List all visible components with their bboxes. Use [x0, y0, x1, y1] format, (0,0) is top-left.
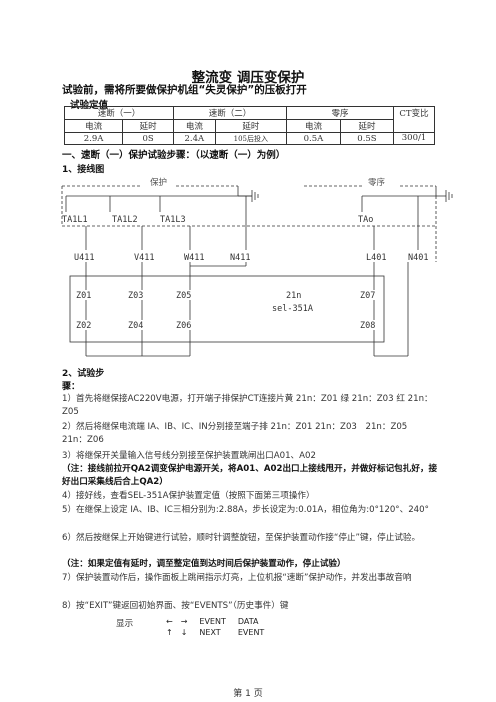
- display-label: 显示: [116, 619, 134, 629]
- display-cell: EVENT: [237, 628, 265, 637]
- terminal-label: L401: [366, 253, 386, 263]
- subsection-heading: 1、接线图: [62, 165, 105, 175]
- z-terminal: Z06: [176, 321, 191, 331]
- z-terminal: Z07: [360, 291, 375, 301]
- step-4: 4）接好线，查看SEL-351A保护装置定值（按照下面第三项操作）: [62, 491, 315, 501]
- step-8: 8）按“EXIT”键返回初始界面、按“EVENTS”（历史事件）键: [62, 601, 289, 611]
- display-cell: ↑ ↓: [166, 628, 188, 637]
- terminal-label: N401: [408, 253, 428, 263]
- page-footer: 第 1 页: [233, 689, 263, 699]
- intro-note: 试验前，需将所要做保护机组“失灵保护”的压板打开: [62, 84, 307, 96]
- terminal-label: U411: [74, 253, 94, 263]
- label-zero-seq: 零序: [368, 177, 386, 188]
- subsection-heading: 2、试验步: [62, 369, 105, 379]
- terminal-label: TAo: [358, 215, 373, 225]
- note-1: （注：接线前拉开QA2调变保护电源开关，将A01、A02出口上接线甩开，并做好标…: [62, 464, 438, 487]
- terminal-label: V411: [134, 253, 154, 263]
- page-title: 整流变 调压变保护: [191, 70, 305, 86]
- note-2: （注：如果定值有延时，调至整定值到达时间后保护装置动作，停止试验）: [62, 559, 346, 569]
- section-heading: 一、速断（一）保护试验步骤：（以速断（一）为例）: [62, 150, 286, 161]
- table-cell: 0.5S: [339, 132, 395, 145]
- z-terminal: Z02: [76, 321, 91, 331]
- display-cell: EVENT: [199, 617, 226, 626]
- z-terminal: Z01: [76, 291, 91, 301]
- device-model: sel-351A: [272, 304, 313, 314]
- step-2: 2）然后将继保电流端 IA、IB、IC、IN分别接至端子排 21n：Z01 21…: [62, 422, 416, 445]
- display-table: ← → EVENT DATA ↑ ↓ NEXT EVENT: [160, 616, 270, 638]
- display-cell: DATA: [237, 617, 259, 626]
- table-cell: 105后投入: [214, 132, 288, 145]
- device-label: 21n: [286, 291, 301, 301]
- step-6: 6）然后按继保上开始键进行试验，顺时针调整旋钮，至保护装置动作接“停止”键，停止…: [62, 533, 421, 543]
- step-5: 5）在继保上设定 IA、IB、IC三相分别为:2.88A，步长设定为:0.01A…: [62, 505, 429, 515]
- label-protection: 保护: [150, 177, 167, 188]
- group-header: CT变比: [393, 106, 435, 133]
- table-cell: 0S: [122, 132, 174, 145]
- step-3: 3）将继保开关量输入信号线分别接至保护装置跳闸出口A01、A02: [62, 451, 316, 461]
- terminal-label: TA1L3: [160, 215, 186, 225]
- display-cell: ← →: [166, 617, 188, 626]
- wiring-diagram: 保护 零序 TA1L1 TA1L2 TA1L3 TAo U411 V411 W4…: [61, 177, 453, 357]
- terminal-label: W411: [184, 253, 204, 263]
- step-7: 7）保护装置动作后，操作面板上跳闸指示灯亮，上位机报“速断”保护动作，并发出事故…: [62, 573, 412, 583]
- z-terminal: Z03: [128, 291, 143, 301]
- terminal-label: TA1L1: [62, 215, 88, 225]
- ct-ratio-cell: 300/1: [393, 132, 435, 145]
- settings-table: 速断（一） 速断（二） 零序 CT变比 电流 延时 电流 延时 电流 延时 2.…: [63, 106, 435, 145]
- terminal-label: TA1L2: [112, 215, 138, 225]
- table-heading: 试验定值: [70, 100, 109, 111]
- display-cell: NEXT: [199, 628, 221, 637]
- table-cell: 2.9A: [63, 132, 124, 145]
- z-terminal: Z08: [360, 321, 375, 331]
- z-terminal: Z05: [176, 291, 191, 301]
- z-terminal: Z04: [128, 321, 143, 331]
- subsection-heading-cont: 骤：: [62, 382, 81, 392]
- step-1: 1）首先将继保接AC220V电源，打开端子排保护CT连接片黄 21n：Z01 绿…: [62, 394, 433, 417]
- terminal-label: N411: [230, 253, 250, 263]
